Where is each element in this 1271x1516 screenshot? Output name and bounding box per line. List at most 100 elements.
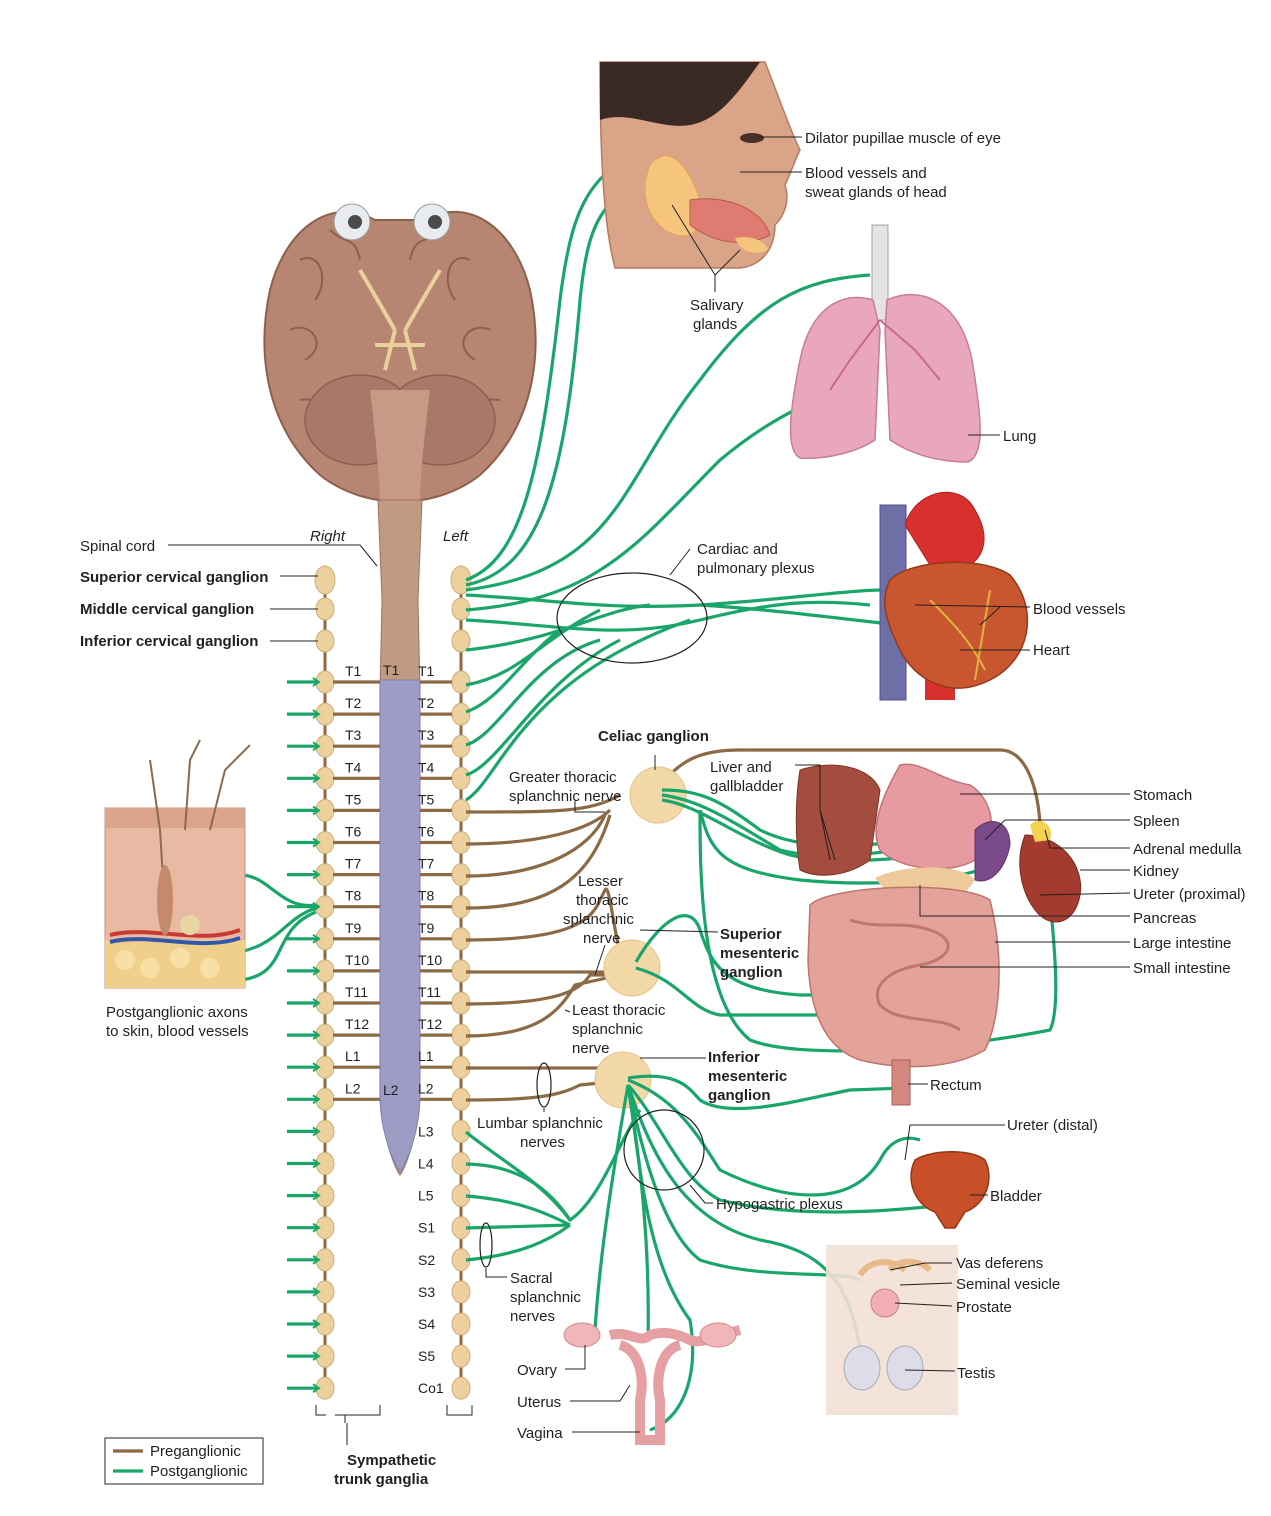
- right-ganglion-1: [315, 597, 335, 621]
- lumbar-splanchnic-outline: [536, 1062, 552, 1108]
- salivary-label-1: Salivary: [690, 297, 744, 314]
- right-segment-label-T6: T6: [345, 824, 362, 840]
- left-ganglion-17: [451, 1119, 471, 1143]
- prostate-label: Prostate: [956, 1299, 1012, 1316]
- pelvic-organs-illustration: [563, 1151, 990, 1445]
- hypogastric-plexus-label: Hypogastric plexus: [716, 1196, 843, 1213]
- sympathetic-chains: [287, 565, 472, 1400]
- sacral-splanchnic-label-2: splanchnic: [510, 1289, 581, 1306]
- spinal-cord-thoracolumbar: [379, 679, 421, 1173]
- left-segment-label-L3: L3: [418, 1123, 434, 1139]
- left-segment-label-L1: L1: [418, 1048, 434, 1064]
- trunk-label-2: trunk ganglia: [334, 1471, 429, 1488]
- left-ganglion-22: [451, 1280, 471, 1304]
- salivary-label-2: glands: [693, 316, 737, 333]
- cord-segment-l2: L2: [383, 1082, 399, 1098]
- celiac-ganglion-label: Celiac ganglion: [598, 728, 709, 745]
- lumbar-splanchnic-label-2: nerves: [520, 1134, 565, 1151]
- lumbar-splanchnic-label-1: Lumbar splanchnic: [477, 1115, 603, 1132]
- left-segment-label-S1: S1: [418, 1220, 435, 1236]
- kidney-label: Kidney: [1133, 863, 1179, 880]
- bladder-label: Bladder: [990, 1188, 1042, 1205]
- right-segment-label-T12: T12: [345, 1016, 369, 1032]
- arrowhead: [312, 1222, 321, 1233]
- right-segment-label-T8: T8: [345, 888, 362, 904]
- leader-lines: [168, 136, 1131, 1445]
- middle-cervical-label: Middle cervical ganglion: [80, 601, 254, 618]
- arrowhead: [312, 1126, 321, 1137]
- right-segment-label-T7: T7: [345, 856, 362, 872]
- arrowhead: [312, 869, 321, 880]
- arrowhead: [312, 1319, 321, 1329]
- arrowhead: [312, 1254, 321, 1265]
- ureter-proximal-label: Ureter (proximal): [1133, 886, 1246, 903]
- trunk-label-1: Sympathetic: [347, 1452, 436, 1469]
- left-segment-label-T12: T12: [418, 1016, 442, 1032]
- left-segment-label-S4: S4: [418, 1316, 435, 1332]
- left-segment-label-T1: T1: [418, 663, 435, 679]
- arrowhead: [312, 805, 321, 816]
- least-splanchnic-label-1: Least thoracic: [572, 1002, 666, 1019]
- brain-illustration: [263, 203, 537, 501]
- arrowhead: [312, 1158, 321, 1169]
- legend: Preganglionic Postganglionic: [104, 1437, 264, 1485]
- least-splanchnic-label-2: splanchnic: [572, 1021, 643, 1038]
- small-intestine-label: Small intestine: [1133, 960, 1231, 977]
- inferior-mesenteric-label-1: Inferior: [708, 1049, 760, 1066]
- arrowhead: [312, 1094, 321, 1105]
- superior-mesenteric-ganglion: [603, 939, 661, 997]
- head-vessels-label-1: Blood vessels and: [805, 165, 927, 182]
- sacral-splanchnic-label-1: Sacral: [510, 1270, 553, 1287]
- pancreas-label: Pancreas: [1133, 910, 1196, 927]
- large-intestine-label: Large intestine: [1133, 935, 1231, 952]
- arrowhead: [312, 709, 321, 719]
- right-segment-label-T9: T9: [345, 920, 362, 936]
- splanchnic-nerves: [465, 748, 1042, 1102]
- right-segment-label-T2: T2: [345, 695, 362, 711]
- rectum-label: Rectum: [930, 1077, 982, 1094]
- left-side-label: Left: [443, 528, 469, 545]
- left-segment-label-S3: S3: [418, 1284, 435, 1300]
- arrowhead: [312, 1030, 321, 1040]
- lesser-splanchnic-label-4: nerve: [583, 930, 621, 947]
- eye-label: Dilator pupillae muscle of eye: [805, 130, 1001, 147]
- head-vessels-label-2: sweat glands of head: [805, 184, 947, 201]
- right-segment-label-L2: L2: [345, 1080, 361, 1096]
- testis-label: Testis: [957, 1365, 995, 1382]
- cord-segment-t1: T1: [383, 662, 400, 678]
- left-ganglion-0: [450, 565, 472, 595]
- spinal-cord-label: Spinal cord: [80, 538, 155, 555]
- greater-splanchnic-label-1: Greater thoracic: [509, 769, 617, 786]
- spleen-label: Spleen: [1133, 813, 1180, 830]
- arrowhead: [312, 1351, 321, 1361]
- right-segment-label-T10: T10: [345, 952, 369, 968]
- right-ganglion-2: [315, 629, 335, 653]
- left-segment-label-L2: L2: [418, 1080, 434, 1096]
- left-segment-label-T10: T10: [418, 952, 442, 968]
- arrowhead: [312, 773, 321, 784]
- arrowhead: [312, 933, 321, 944]
- least-splanchnic-label-3: nerve: [572, 1040, 610, 1057]
- cardiac-plexus-label-1: Cardiac and: [697, 541, 778, 558]
- right-side-label: Right: [310, 528, 346, 545]
- left-segment-label-S5: S5: [418, 1348, 435, 1364]
- inferior-mesenteric-label-2: mesenteric: [708, 1068, 787, 1085]
- adrenal-label: Adrenal medulla: [1133, 841, 1242, 858]
- superior-mesenteric-label-1: Superior: [720, 926, 782, 943]
- ureter-distal-label: Ureter (distal): [1007, 1117, 1098, 1134]
- left-ganglion-4: [451, 702, 471, 726]
- arrowhead: [312, 1190, 321, 1201]
- heart-label: Heart: [1033, 642, 1071, 659]
- arrowhead: [312, 1383, 321, 1394]
- superior-mesenteric-label-3: ganglion: [720, 964, 783, 981]
- sacral-splanchnic-outline: [479, 1222, 493, 1268]
- lung-label: Lung: [1003, 428, 1036, 445]
- arrowhead: [312, 966, 321, 976]
- greater-splanchnic-label-2: splanchnic nerve: [509, 788, 622, 805]
- right-segment-label-T5: T5: [345, 791, 362, 807]
- cardiac-plexus-outline: [556, 572, 708, 664]
- legend-postganglionic: Postganglionic: [150, 1463, 248, 1480]
- abdominal-organs-illustration: [795, 763, 1082, 1106]
- cardiac-plexus-label-2: pulmonary plexus: [697, 560, 815, 577]
- inferior-mesenteric-ganglion: [594, 1051, 652, 1109]
